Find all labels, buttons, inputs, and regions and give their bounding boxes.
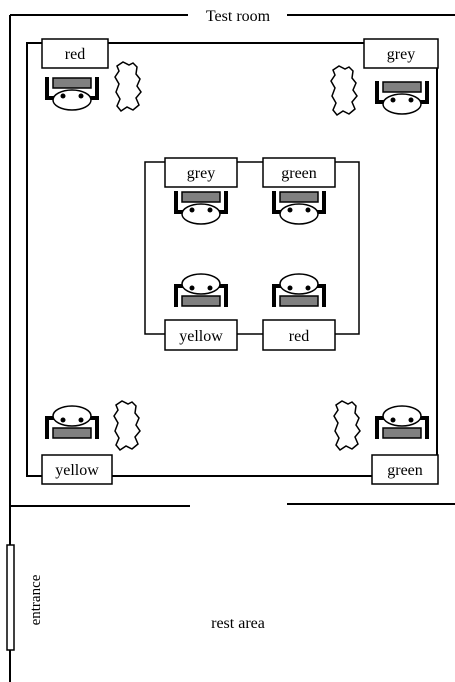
workstation-label: green [387,462,423,479]
plant-icon [113,400,141,451]
label-box [164,157,238,188]
person-icon [45,75,99,112]
entrance-door[interactable] [6,544,15,651]
person-icon [174,272,228,309]
person-icon [375,404,429,441]
plant-icon [333,400,361,451]
person-icon [375,79,429,116]
label-box [41,38,109,69]
workstation-label: red [289,328,309,345]
workstation-label: grey [187,165,215,182]
person-icon [272,272,326,309]
workstation-label: yellow [179,328,223,345]
person-icon [174,189,228,226]
workstation-label: yellow [55,462,99,479]
plant-icon [330,65,358,116]
rest-area-label: rest area [211,615,265,632]
room-title: Test room [206,8,271,25]
workstation-center-bottom-left[interactable]: yellow [164,272,238,351]
test-room-wall [26,42,438,477]
workstation-center-top-left[interactable]: grey [164,157,238,226]
workstation-corner-top-right[interactable]: grey [330,38,439,116]
entrance-label: entrance [28,574,44,625]
workstation-center-bottom-right[interactable]: red [262,272,336,351]
workstation-corner-bottom-left[interactable]: yellow [41,400,141,485]
label-box [262,157,336,188]
workstation-label: red [65,46,85,63]
label-box [164,319,238,351]
person-icon [45,404,99,441]
person-icon [272,189,326,226]
plant-icon [114,61,142,112]
workstation-label: green [281,165,317,182]
workstation-corner-top-left[interactable]: red [41,38,142,112]
label-box [363,38,439,69]
label-box [41,454,113,485]
workstation-corner-bottom-right[interactable]: green [333,400,439,485]
label-box [262,319,336,351]
workstation-center-top-right[interactable]: green [262,157,336,226]
center-table [144,161,360,335]
workstation-label: grey [387,46,415,63]
label-box [371,454,439,485]
